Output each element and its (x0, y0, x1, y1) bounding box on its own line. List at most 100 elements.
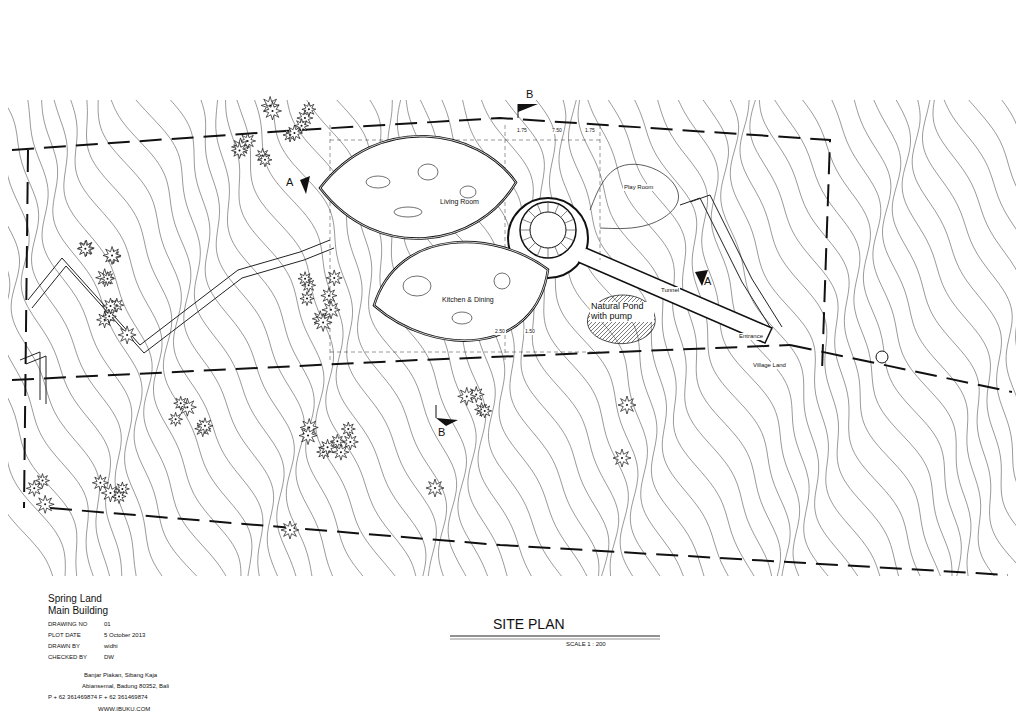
boundary-line (790, 345, 1012, 392)
boundary-line (24, 150, 28, 508)
tree-symbol (458, 387, 476, 405)
room-wall (320, 136, 516, 238)
contour-line (8, 100, 93, 576)
stair-tread (548, 202, 549, 212)
tree-symbol (613, 449, 631, 467)
stair-tread (537, 247, 541, 256)
dimension-text: 1.50 (524, 329, 536, 335)
contour-line (896, 100, 1016, 576)
tree-symbol (102, 309, 116, 323)
stair-tread (520, 230, 530, 231)
hatch-line (510, 290, 568, 348)
tree-trunk (111, 254, 113, 256)
furniture (366, 176, 390, 188)
hatch-line (478, 290, 536, 348)
tree-symbol (326, 270, 342, 286)
contour-line (1002, 100, 1016, 576)
pond-hatching (466, 290, 716, 348)
dimension-text: 7.50 (551, 128, 563, 134)
dimension-line (330, 125, 331, 360)
contour-line (136, 100, 296, 576)
tree-trunk (204, 425, 206, 427)
stair-tread (528, 243, 535, 250)
stair-tread (561, 243, 568, 250)
natural-pond: Natural Pond with pump (582, 290, 662, 348)
contour-line (588, 100, 772, 576)
stair-tread (528, 210, 535, 217)
tree-trunk (330, 309, 332, 311)
tree-trunk (41, 480, 43, 482)
tree-symbol (26, 480, 42, 496)
tree-trunk (307, 435, 309, 437)
tree-symbol (96, 269, 114, 287)
tree-trunk (239, 150, 241, 152)
hatch-line (470, 290, 528, 348)
title-field: DRAWN BY (48, 643, 80, 650)
hatch-line (506, 290, 564, 348)
tree-trunk (466, 395, 468, 397)
stair-tread (555, 204, 559, 213)
boundary-line (50, 508, 1008, 575)
hatch-line (502, 290, 560, 348)
tree-symbol (258, 153, 272, 167)
title-value: widhi (104, 643, 118, 650)
tree-trunk (44, 503, 46, 505)
tree-symbol (320, 439, 336, 455)
hatch-line (646, 290, 704, 348)
tree-trunk (340, 451, 342, 453)
tree-trunk (434, 487, 436, 489)
section-letter: A (286, 176, 293, 188)
contour-line (171, 100, 312, 576)
contour-lines (8, 100, 1016, 576)
survey-point (876, 351, 888, 363)
stair-tread (522, 237, 531, 241)
tree-symbol (299, 427, 317, 445)
title-field: DRAWING NO (48, 621, 87, 628)
tree-trunk (475, 394, 477, 396)
web-address: WWW.IBUKU.COM (98, 706, 150, 713)
hatch-line (490, 290, 548, 348)
tree-trunk (186, 406, 188, 408)
furniture (394, 207, 422, 217)
tunnel-outline (578, 248, 772, 343)
contour-line (559, 100, 704, 576)
title-underline (450, 636, 660, 637)
tree-symbol (298, 272, 312, 286)
room-label: Natural Pond with pump (590, 302, 654, 322)
tree-trunk (349, 441, 351, 443)
tree-symbol (263, 102, 281, 120)
title-field: CHECKED BY (48, 654, 87, 661)
tree-trunk (293, 132, 295, 134)
hatch-line (482, 290, 540, 348)
dimension-text: 2.50 (494, 329, 506, 335)
section-line (436, 405, 437, 418)
furniture (494, 273, 510, 289)
furniture (403, 276, 431, 296)
tree-trunk (301, 125, 303, 127)
tree-symbol (286, 125, 302, 141)
hatch-line (650, 290, 708, 348)
tree-trunk (109, 492, 111, 494)
contour-line (8, 100, 110, 576)
stair-tread (548, 248, 549, 258)
tree-trunk (108, 315, 110, 317)
tree-trunk (289, 529, 291, 531)
tree-trunk (306, 298, 308, 300)
hatch-line (466, 290, 524, 348)
tree-trunk (126, 334, 128, 336)
room-label: Tunnel (660, 287, 680, 294)
hatch-line (534, 290, 592, 348)
tree-trunk (327, 446, 329, 448)
contour-line (775, 100, 952, 576)
contour-line (854, 100, 994, 576)
contour-line (569, 100, 729, 576)
tree-symbol (300, 292, 314, 306)
tree-symbol (103, 298, 119, 314)
contour-line (8, 100, 53, 576)
tree-symbol (118, 326, 136, 344)
tree-trunk (110, 305, 112, 307)
project-name: Main Building (48, 605, 108, 616)
furniture (460, 186, 476, 198)
contour-line (969, 100, 1016, 576)
tree-trunk (621, 457, 623, 459)
